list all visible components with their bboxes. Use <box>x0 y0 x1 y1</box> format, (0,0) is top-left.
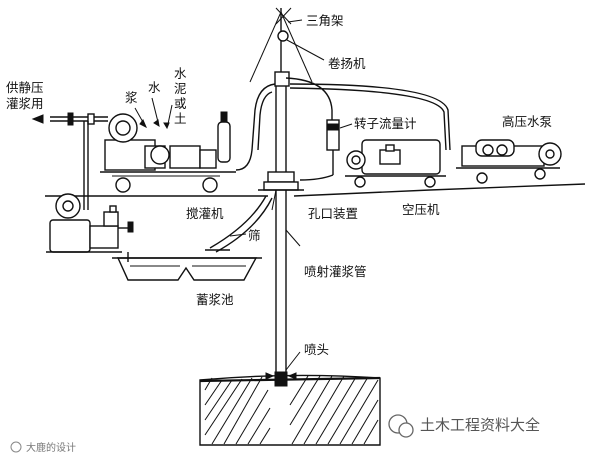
slurry-tank <box>112 252 262 281</box>
mixer <box>100 111 236 193</box>
leader-lines <box>229 19 353 371</box>
watermark-corner: 大鹿的设计 <box>10 441 76 454</box>
label-cement-3: 或 <box>174 96 187 111</box>
grout-pump <box>46 193 134 253</box>
label-cement-2: 泥 <box>174 81 187 96</box>
label-high-pressure-pump: 高压水泵 <box>502 114 552 129</box>
label-nozzle: 喷头 <box>304 342 329 357</box>
watermark-corner-text: 大鹿的设计 <box>26 441 76 454</box>
watermark-main: 土木工程资料大全 <box>388 414 540 438</box>
high-pressure-line <box>285 77 451 181</box>
label-slurry-tank: 蓄浆池 <box>196 292 234 307</box>
label-rotor-flowmeter: 转子流量计 <box>354 116 417 131</box>
label-water: 水 <box>148 80 161 95</box>
label-tripod: 三角架 <box>306 13 344 28</box>
screen-chute <box>205 195 273 253</box>
label-hole-device: 孔口装置 <box>308 206 358 221</box>
label-static-supply-2: 灌浆用 <box>6 96 44 111</box>
ground-line-mid <box>293 189 431 197</box>
label-cement-1: 水 <box>174 66 187 81</box>
label-cement-4: 土 <box>174 111 187 126</box>
hole-device <box>258 171 304 191</box>
label-static-supply-1: 供静压 <box>6 80 44 95</box>
label-winch: 卷扬机 <box>328 56 366 71</box>
label-mixer: 搅灌机 <box>186 206 224 221</box>
weibo-icon <box>10 441 22 453</box>
label-slurry: 浆 <box>125 90 138 105</box>
slurry-hose <box>235 83 276 171</box>
label-jet-pipe: 喷射灌浆管 <box>304 264 367 279</box>
jet-grout-pipe <box>265 80 297 387</box>
ground-block <box>199 374 381 446</box>
label-air-compressor: 空压机 <box>402 202 440 217</box>
static-supply-line <box>31 112 108 210</box>
slurry-hose-2 <box>257 91 273 151</box>
air-compressor <box>345 139 446 188</box>
label-screen: 筛 <box>248 228 261 243</box>
material-arrows <box>134 97 173 130</box>
high-pressure-pump <box>456 139 562 184</box>
tripod <box>249 7 313 87</box>
ground-line-right <box>429 183 586 191</box>
watermark-main-text: 土木工程资料大全 <box>420 416 540 434</box>
